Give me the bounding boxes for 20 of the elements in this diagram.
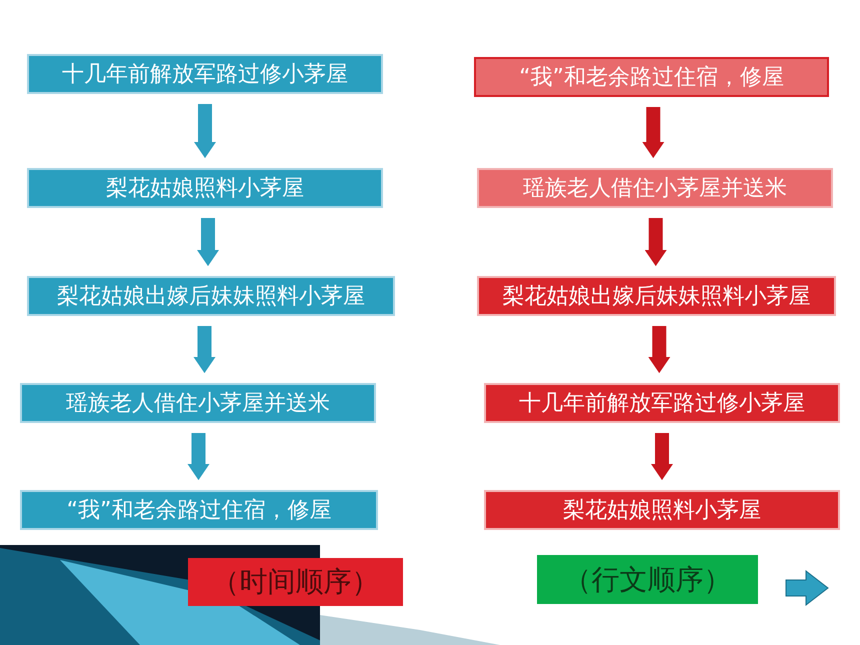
process-box: “我”和老余路过住宿，修屋: [20, 490, 378, 530]
process-box: 十几年前解放军路过修小茅屋: [484, 383, 840, 423]
process-box: 瑶族老人借住小茅屋并送米: [477, 168, 833, 208]
process-box: “我”和老余路过住宿，修屋: [474, 57, 829, 97]
arrow: [194, 104, 216, 158]
process-box: 梨花姑娘出嫁后妹妹照料小茅屋: [477, 276, 836, 316]
arrow: [642, 107, 664, 158]
arrow: [648, 326, 670, 374]
process-box: 十几年前解放军路过修小茅屋: [27, 54, 383, 94]
process-box: 梨花姑娘照料小茅屋: [484, 490, 840, 530]
label-box: （时间顺序）: [188, 558, 403, 606]
arrow: [197, 218, 219, 266]
arrow: [644, 218, 667, 266]
arrow: [188, 433, 210, 480]
label-box: （行文顺序）: [537, 555, 758, 604]
process-box: 梨花姑娘出嫁后妹妹照料小茅屋: [27, 276, 395, 316]
process-box: 梨花姑娘照料小茅屋: [27, 168, 383, 208]
arrow: [651, 433, 673, 480]
process-box: 瑶族老人借住小茅屋并送米: [20, 383, 376, 423]
arrow: [194, 326, 216, 374]
